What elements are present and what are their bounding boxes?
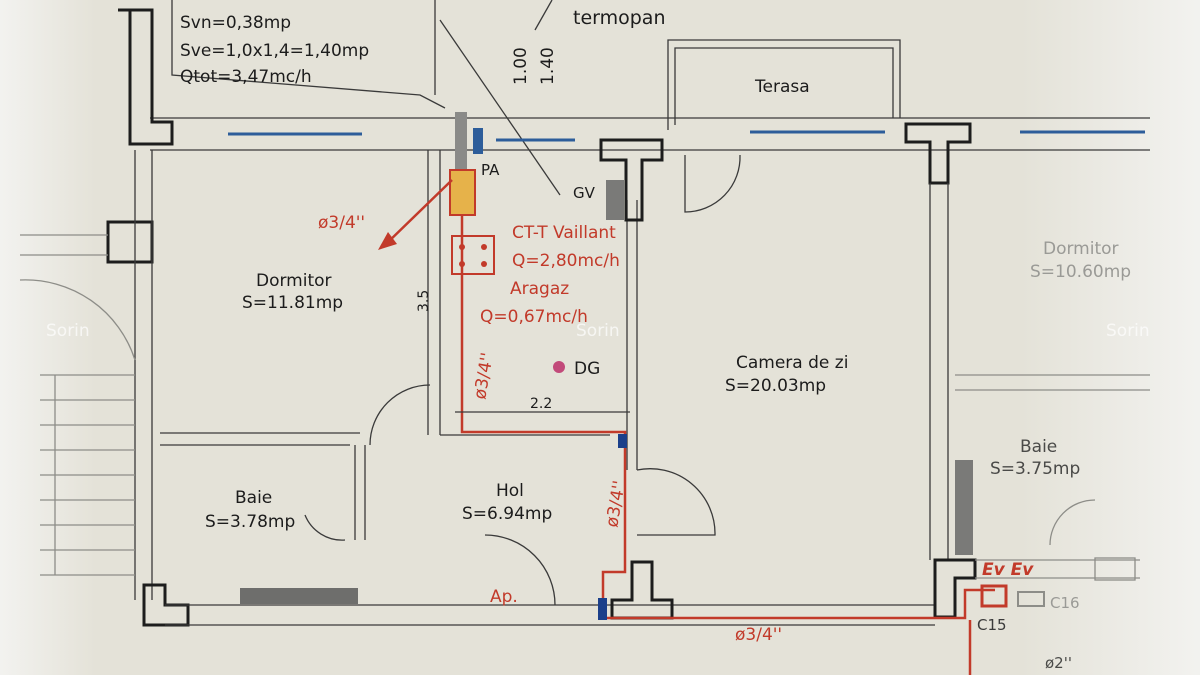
termopan-leader [534,0,553,31]
room-area: S=11.81mp [242,293,343,313]
meter-c16-icon [1017,591,1045,607]
ap-label: Ap. [490,587,518,607]
walls [20,8,1150,627]
room-name: Camera de zi [736,353,848,373]
dim-22: 2.2 [530,396,552,412]
svn-note: Svn=0,38mp [180,13,291,33]
dim-100: 1.00 [511,47,531,85]
terasa-label: Terasa [754,77,810,97]
ev-label: Ev Ev [982,560,1034,580]
pipe-label-bottom: ø3/4'' [735,625,782,645]
ventilation-grille [606,180,624,220]
room-name: Baie [1020,437,1057,457]
c16-label: C16 [1050,594,1080,612]
doors [19,154,1096,606]
room-name: Baie [235,488,272,508]
stove-label: Aragaz [510,279,569,299]
duct-right [955,460,973,555]
gas-detector-icon [553,361,565,373]
note-box [171,0,446,109]
room-name: Hol [496,481,524,501]
pa-label: PA [481,161,500,179]
c15-label: C15 [977,616,1007,634]
meter-c15-icon [980,584,1008,608]
room-name: Dormitor [256,271,332,291]
termopan-label: termopan [573,7,666,29]
watermark: Sorin [576,321,620,341]
room-area: S=3.78mp [205,512,295,532]
chimney-duct [455,112,467,172]
windows [228,128,1145,154]
sve-note: Sve=1,0x1,4=1,40mp [180,41,369,61]
dim-35: 3.5 [416,290,432,312]
qtot-note: Qtot=3,47mc/h [180,67,312,87]
room-area: S=6.94mp [462,504,552,524]
gas-pipes [378,179,1045,675]
boiler-flow: Q=2,80mc/h [512,251,620,271]
pipe-label-boiler: ø3/4'' [318,213,365,233]
room-name: Dormitor [1043,239,1119,259]
pipe-2-label: ø2'' [1045,654,1072,672]
stove-flow: Q=0,67mc/h [480,307,588,327]
watermark: Sorin [1106,321,1150,341]
gv-label: GV [573,184,596,202]
boiler-symbol [449,169,476,216]
boiler-label: CT-T Vaillant [512,223,616,243]
room-area: S=10.60mp [1030,262,1131,282]
watermark: Sorin [46,321,90,341]
room-area: S=20.03mp [725,376,826,396]
room-area: S=3.75mp [990,459,1080,479]
dg-label: DG [574,359,600,379]
radiator [240,588,358,604]
dim-140: 1.40 [538,47,558,85]
window-leader-line [439,19,561,196]
stove-symbol [451,235,495,275]
